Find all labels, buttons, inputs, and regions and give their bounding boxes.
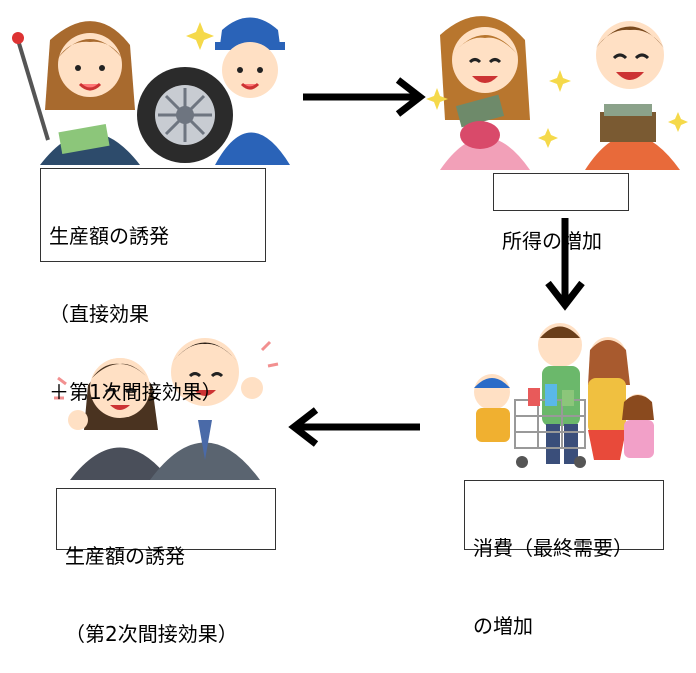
diagram-canvas <box>12 16 688 480</box>
couple-with-money-illustration <box>426 16 688 170</box>
arrow-to-consumption <box>545 218 585 311</box>
worker-with-tire-illustration <box>12 17 290 165</box>
production-effect-1-label: 生産額の誘発 （直接効果 ＋第1次間接効果） <box>40 168 266 404</box>
consumption-increase-line-2: の増加 <box>473 614 533 638</box>
business-people-illustration <box>54 338 279 480</box>
production-effect-1-line-2: （直接効果 <box>49 302 149 326</box>
income-increase-label: 所得の増加 <box>493 173 629 253</box>
production-effect-1-line-1: 生産額の誘発 <box>49 224 169 248</box>
production-effect-2-label: 生産額の誘発 （第2次間接効果） <box>56 488 276 646</box>
income-increase-line-1: 所得の増加 <box>502 229 602 253</box>
arrow-to-income <box>303 77 426 117</box>
family-shopping-illustration <box>474 323 654 468</box>
consumption-increase-line-1: 消費（最終需要） <box>473 536 633 560</box>
arrow-to-production-2 <box>288 407 420 447</box>
consumption-increase-label: 消費（最終需要） の増加 <box>464 480 664 638</box>
production-effect-2-line-2: （第2次間接効果） <box>65 622 238 646</box>
production-effect-1-line-3: ＋第1次間接効果） <box>49 380 222 404</box>
